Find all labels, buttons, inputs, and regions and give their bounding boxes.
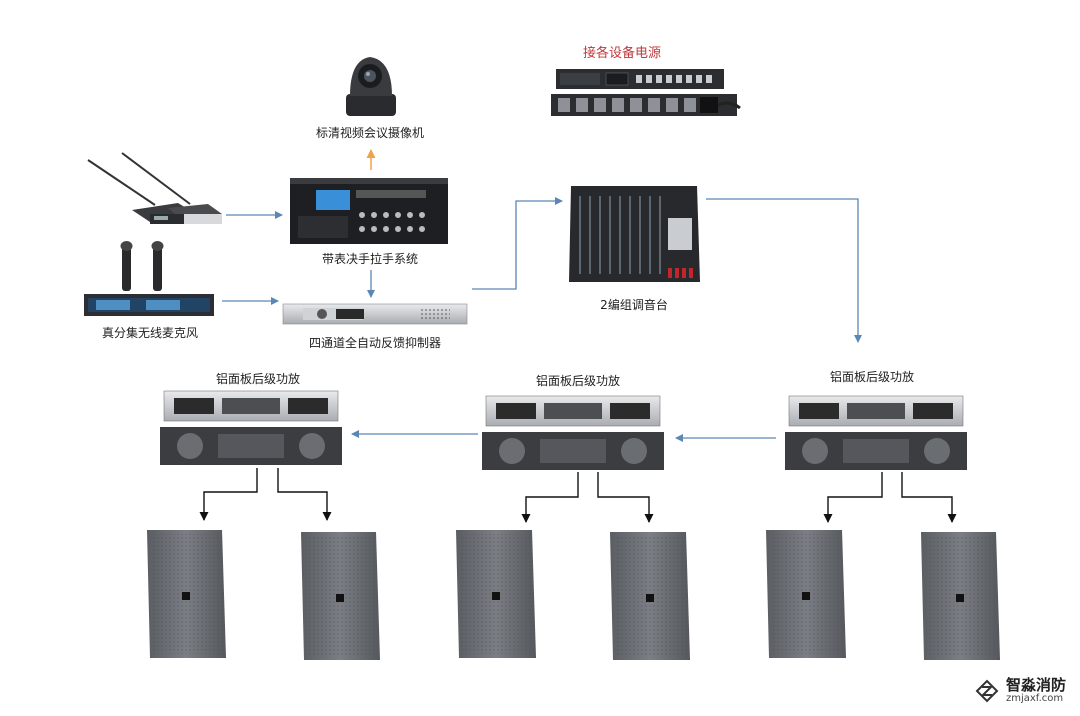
wireless-mic-label: 真分集无线麦克风 xyxy=(101,326,199,340)
camera-label: 标清视频会议摄像机 xyxy=(315,126,425,140)
speaker-cabinet xyxy=(610,532,690,660)
arrow-suppressor-to-mixer xyxy=(472,197,563,290)
power-distributor xyxy=(551,69,741,116)
watermark-logo-icon xyxy=(975,679,999,702)
power-amplifier-left xyxy=(160,390,342,465)
feedback-suppressor-unit xyxy=(282,303,468,325)
amp-left-label: 铝面板后级功放 xyxy=(215,372,301,386)
watermark-name: 智淼消防 xyxy=(1005,676,1066,694)
video-camera-icon xyxy=(346,57,396,116)
speaker-cabinet xyxy=(301,532,380,660)
wireless-microphone-icon xyxy=(84,241,214,316)
watermark: 智淼消防 zmjaxf.com xyxy=(974,677,1066,704)
amp-middle-label: 铝面板后级功放 xyxy=(535,374,621,388)
power-amplifier-middle xyxy=(482,395,664,470)
conference-microphone-icon xyxy=(87,152,222,224)
conference-system-label: 带表决手拉手系统 xyxy=(321,252,419,266)
signal-connections xyxy=(222,197,862,442)
speaker-cabinet xyxy=(921,532,1000,660)
speaker-cabinet xyxy=(766,530,846,658)
arrow-mixer-to-amp-right xyxy=(706,198,862,343)
speaker-cabinet xyxy=(147,530,226,658)
speaker-connections xyxy=(199,468,957,523)
watermark-url: zmjaxf.com xyxy=(1005,693,1064,704)
mixer-label: 2编组调音台 xyxy=(600,298,668,312)
audio-mixer-unit xyxy=(569,186,700,282)
amp-right-label: 铝面板后级功放 xyxy=(829,370,915,384)
speaker-cabinet xyxy=(456,530,536,658)
feedback-suppressor-label: 四通道全自动反馈抑制器 xyxy=(308,336,442,350)
power-amplifier-right xyxy=(785,395,967,470)
power-label: 接各设备电源 xyxy=(582,46,662,61)
conference-host-unit xyxy=(290,178,448,244)
